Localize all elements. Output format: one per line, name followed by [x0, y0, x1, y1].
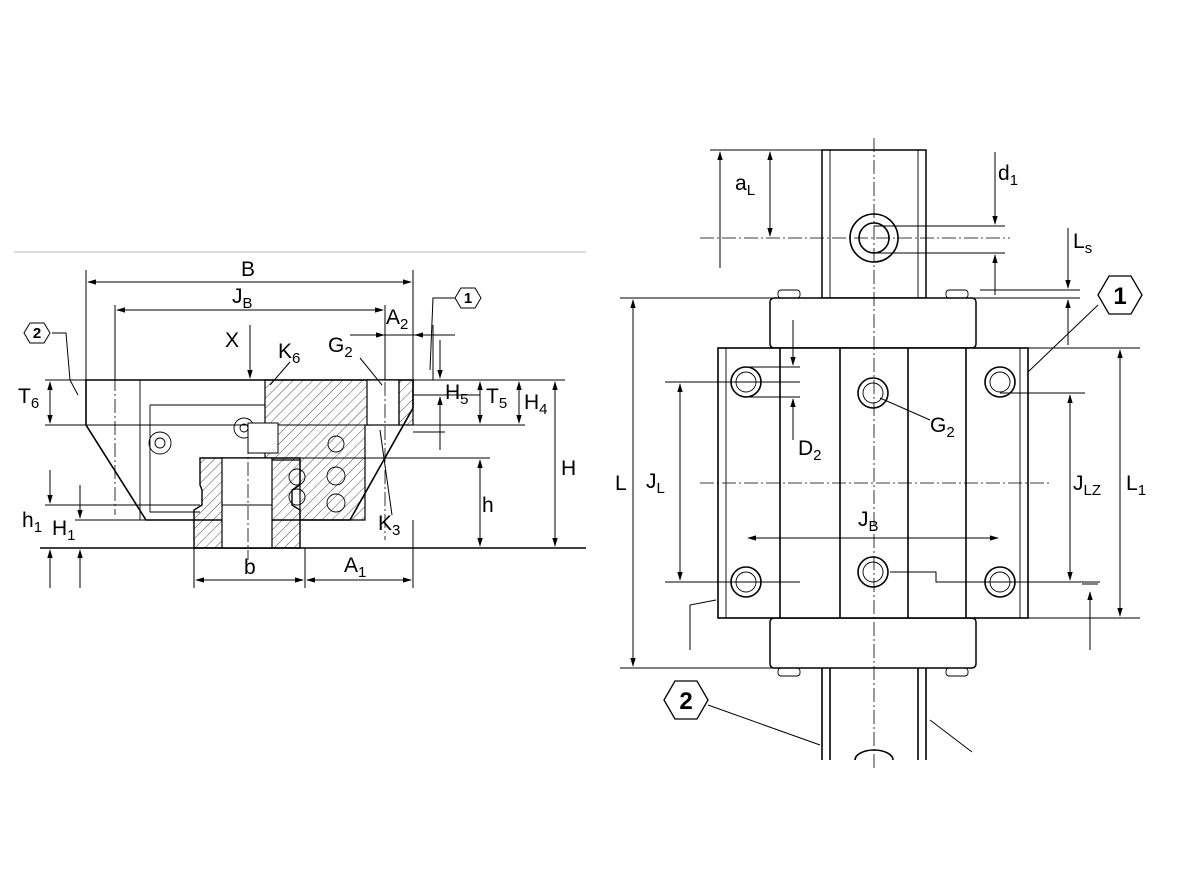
end-seal-top — [769, 297, 977, 349]
label-G2: G2 — [328, 334, 353, 361]
carriage-hole-center-inner — [862, 561, 884, 583]
label-JB: JB — [232, 285, 253, 312]
carriage-hole-center-inner — [862, 382, 884, 404]
label-H: H — [561, 457, 576, 480]
label-X: X — [225, 329, 239, 352]
lube-nipple — [154, 437, 166, 449]
leader-ref2-big-upper — [689, 599, 717, 650]
callout-1-big-text: 1 — [1113, 283, 1126, 310]
label-aL: aL — [735, 172, 755, 199]
label-JL: JL — [646, 470, 665, 497]
callout-2-small-text: 2 — [33, 325, 41, 342]
leader-ref2 — [52, 332, 79, 396]
leader-ref2-big — [707, 704, 821, 746]
callout-1-small — [454, 287, 482, 309]
ball — [327, 435, 345, 453]
top-view: aL d1 Ls D2 G2 L JL JB JLZ L1 1 2 — [615, 138, 1146, 770]
carriage-hole-center — [857, 377, 889, 409]
label-A1: A1 — [344, 554, 366, 581]
wiper-tab — [777, 667, 801, 677]
label-D2: D2 — [798, 437, 822, 464]
leader-rail-lower — [929, 719, 973, 753]
label-K6: K6 — [278, 340, 300, 367]
carriage-hole-inner — [989, 371, 1011, 393]
wiper-tab — [945, 667, 969, 677]
label-H4: H4 — [524, 391, 548, 418]
guide-rail-bottom — [821, 668, 927, 760]
leader-K3 — [379, 429, 393, 516]
callout-1-big — [1097, 275, 1143, 315]
tapped-hole-g2 — [366, 379, 400, 426]
label-Ls: Ls — [1073, 230, 1092, 257]
cross-section-view: B JB A2 X K6 G2 T6 H5 T5 H4 H h K3 h1 H1… — [18, 258, 586, 588]
step-line — [890, 571, 1000, 583]
label-H5: H5 — [445, 381, 469, 408]
lube-nipple — [148, 431, 172, 455]
label-h1: h1 — [22, 509, 42, 536]
wiper-tab — [945, 289, 969, 299]
leader-G2 — [359, 357, 383, 386]
label-b: b — [244, 556, 256, 579]
label-B: B — [241, 258, 255, 281]
label-T6: T6 — [18, 385, 39, 412]
label-d1: d1 — [998, 162, 1018, 189]
leader-K6 — [269, 361, 291, 386]
leader-G2-top — [879, 397, 931, 421]
ball — [326, 493, 346, 513]
label-K3: K3 — [378, 512, 400, 539]
screw-x — [247, 422, 279, 454]
seal-outline — [149, 405, 200, 513]
leader-ref1 — [429, 297, 455, 371]
callout-2-big — [663, 680, 709, 720]
label-H1: H1 — [52, 517, 76, 544]
label-JB-top: JB — [858, 508, 879, 535]
callout-2-big-text: 2 — [679, 688, 692, 715]
carriage-hole-center — [857, 556, 889, 588]
wiper-tab — [777, 289, 801, 299]
label-A2: A2 — [386, 306, 408, 333]
ball — [326, 466, 346, 486]
label-L: L — [615, 472, 627, 495]
label-JLZ: JLZ — [1073, 472, 1101, 499]
callout-1-small-text: 1 — [464, 290, 472, 307]
label-h: h — [482, 494, 494, 517]
label-G2-top: G2 — [930, 414, 955, 441]
end-seal-bottom — [769, 617, 977, 669]
label-T5: T5 — [486, 385, 507, 412]
callout-2-small — [23, 322, 51, 344]
label-L1: L1 — [1126, 472, 1146, 499]
rail-bolt-hole — [221, 457, 273, 549]
carriage-wall-hatch — [398, 379, 414, 426]
leader-ref1-big — [1027, 304, 1099, 373]
carriage-hole — [984, 366, 1016, 398]
